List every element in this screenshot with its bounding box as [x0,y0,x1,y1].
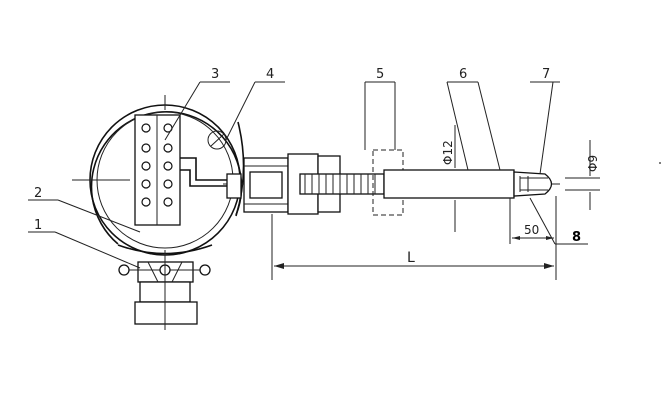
dimension-lines [271,125,600,280]
terminal-block [134,114,240,226]
callout-2: 2 [34,186,42,201]
callout-7: 7 [542,67,550,82]
callout-leaders [28,81,588,269]
stray-dot [659,162,661,164]
callout-1: 1 [34,218,42,233]
callout-6: 6 [459,67,467,82]
callout-8: 8 [572,230,581,245]
callout-5: 5 [376,67,384,82]
dim-L: L [407,250,415,266]
cable-gland [118,250,211,330]
callout-3: 3 [211,67,219,82]
sensor-tip [513,171,553,197]
protection-tube [383,169,515,232]
callout-4: 4 [266,67,274,82]
dim-phi12: Φ12 [441,140,455,165]
dim-phi9: Φ9 [586,155,600,172]
dim-50: 50 [524,223,539,237]
